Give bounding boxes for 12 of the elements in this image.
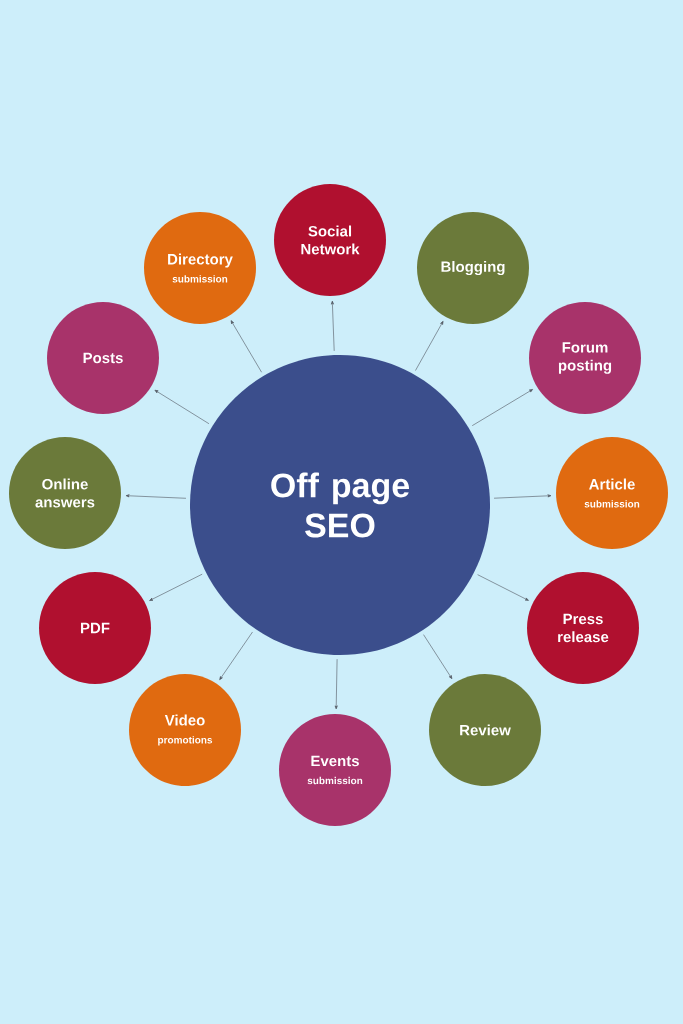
arrow	[154, 389, 210, 425]
arrow	[125, 494, 187, 499]
arrow	[230, 320, 262, 373]
arrow	[149, 573, 203, 601]
arrow	[471, 389, 533, 426]
arrow	[219, 631, 253, 681]
arrow	[477, 574, 529, 601]
arrow	[415, 320, 444, 371]
arrow	[330, 300, 335, 352]
arrow	[493, 494, 552, 499]
arrow	[334, 658, 338, 710]
arrow	[423, 634, 453, 679]
